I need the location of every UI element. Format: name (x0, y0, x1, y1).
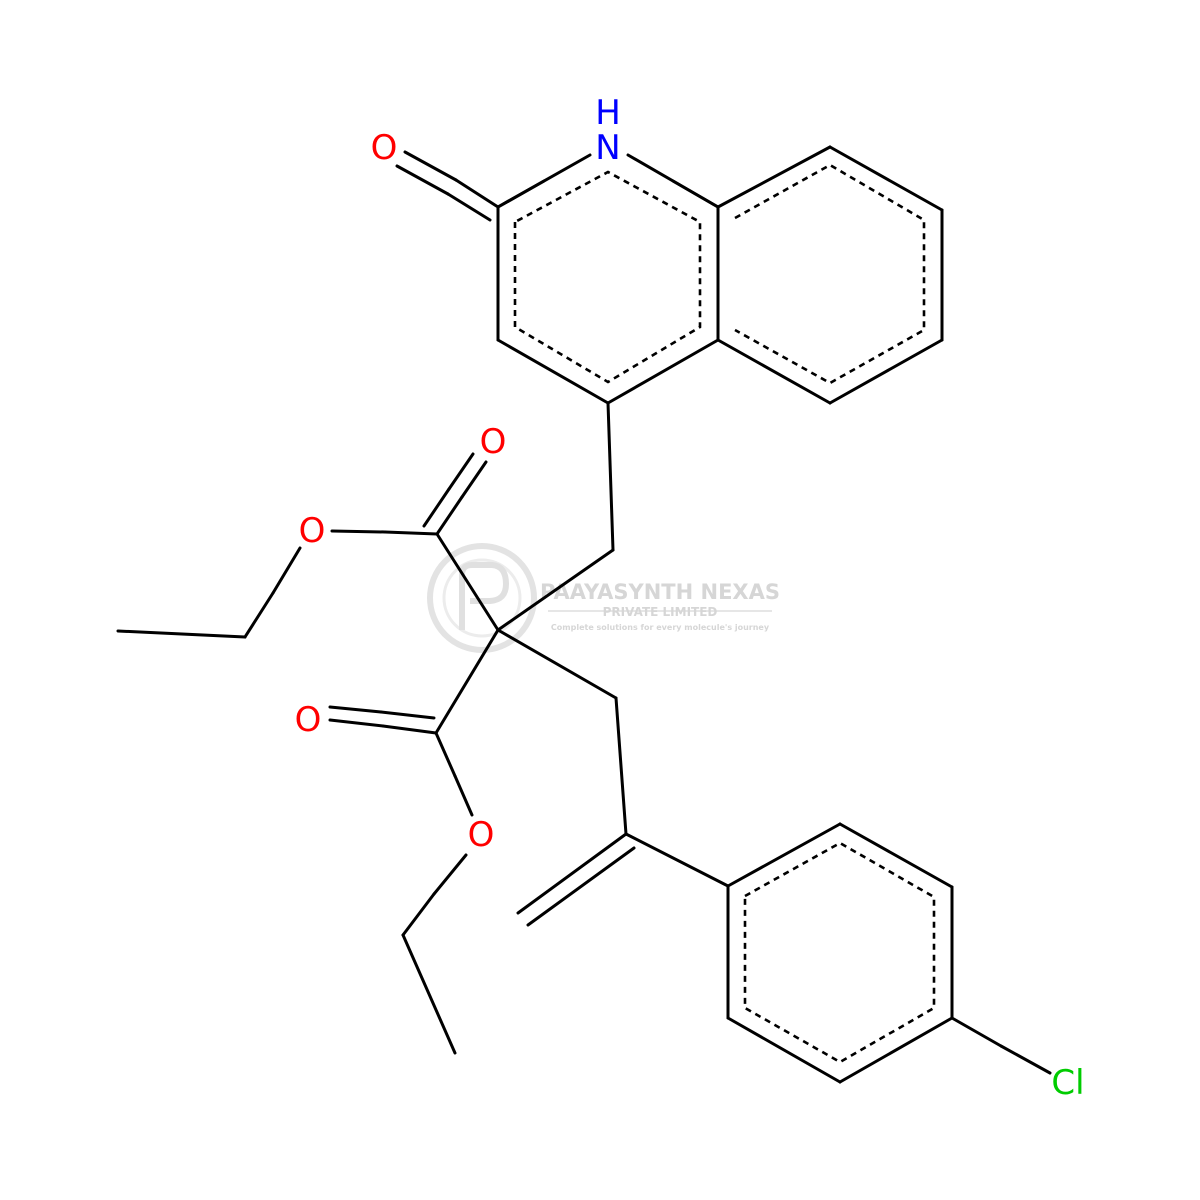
bond-cq-ester1 (435, 532, 500, 632)
watermark-company: PAAYASYNTH NEXAS (540, 580, 780, 604)
bond-cq-ester2 (434, 628, 500, 735)
atom-o-lactam: O (371, 128, 398, 168)
bond-c-cl (950, 1016, 1003, 1048)
aromatic-lactam-inner (513, 170, 702, 384)
atom-o-ester2-carbonyl: O (295, 700, 322, 740)
bond-c4-ch2 (606, 401, 615, 552)
atom-o-ester2-ether: O (468, 815, 495, 855)
watermark-tagline: Complete solutions for every molecule's … (551, 623, 770, 632)
watermark-subtitle: PRIVATE LIMITED (603, 605, 718, 619)
bond-vinyl-double (516, 832, 628, 915)
bond-c2-o (454, 178, 500, 209)
bond-c3-c4 (496, 338, 610, 405)
atom-o-ester1-carbonyl: O (480, 422, 507, 462)
bond-c4-c4a (606, 338, 720, 405)
atom-labels: H N O O O O O Cl (295, 93, 1085, 1103)
aromatic-chlorophenyl-inner (743, 841, 936, 1064)
bonds (116, 145, 1052, 1084)
watermark-logo-icon (427, 543, 537, 653)
bond-cq-ch2b (496, 628, 618, 700)
atom-n: N (595, 128, 620, 168)
watermark: PAAYASYNTH NEXAS PRIVATE LIMITED Complet… (427, 543, 780, 653)
atom-cl: Cl (1051, 1063, 1084, 1103)
atom-h: H (595, 93, 621, 133)
atom-o-ester1-ether: O (299, 511, 326, 551)
aromatic-benzo-inner (734, 163, 926, 385)
